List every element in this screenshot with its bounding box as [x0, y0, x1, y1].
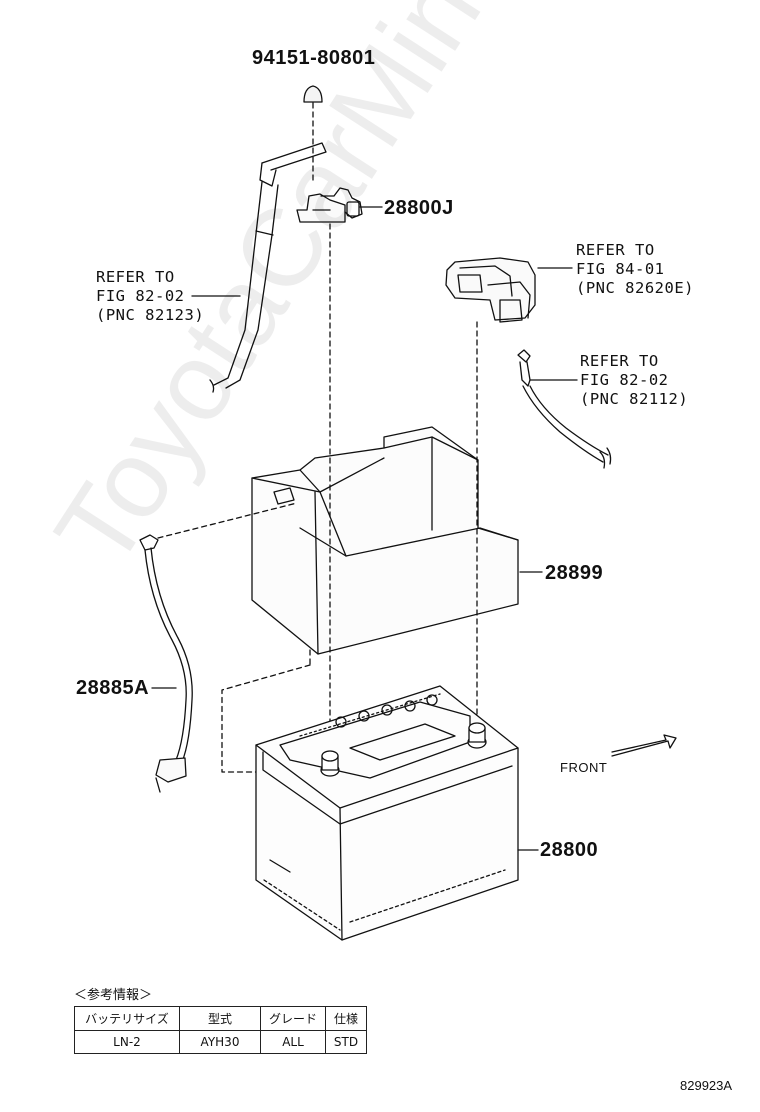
table-header: 型式	[179, 1006, 261, 1031]
guide-dashed	[157, 223, 478, 773]
right-cable	[517, 349, 612, 469]
table-cell: STD	[325, 1030, 367, 1054]
battery	[255, 685, 519, 941]
part-label-cover: 28899	[545, 562, 604, 584]
ref-left-line2: FIG 82-02	[96, 287, 185, 305]
clip-part	[303, 85, 323, 103]
info-title: ＜参考情報＞	[74, 988, 153, 1003]
figure-code: 829923A	[680, 1078, 733, 1093]
table-cell: LN-2	[74, 1030, 180, 1054]
part-label-terminal: 28800J	[384, 197, 454, 219]
part-label-clip: 94151-80801	[252, 47, 376, 69]
ref-right-mid-line2: FIG 82-02	[580, 371, 669, 389]
ref-left-line3: (PNC 82123)	[96, 306, 205, 324]
ref-right-top-line1: REFER TO	[576, 241, 655, 259]
table-header: グレード	[260, 1006, 326, 1031]
ref-right-top-line3: (PNC 82620E)	[576, 279, 694, 297]
table-header: 仕様	[325, 1006, 367, 1031]
table-cell: AYH30	[179, 1030, 261, 1054]
front-arrow-icon	[611, 734, 677, 757]
table-header-row: バッテリサイズ 型式 グレード 仕様	[74, 1006, 367, 1031]
table-cell: ALL	[260, 1030, 326, 1054]
part-label-cable: 28885A	[76, 677, 150, 699]
terminal-part	[296, 187, 363, 223]
left-cable	[209, 142, 327, 393]
ref-right-mid-line1: REFER TO	[580, 352, 659, 370]
table-row: LN-2 AYH30 ALL STD	[74, 1030, 367, 1054]
front-label: FRONT	[560, 760, 608, 775]
table-header: バッテリサイズ	[74, 1006, 180, 1031]
spec-table: バッテリサイズ 型式 グレード 仕様 LN-2 AYH30 ALL STD	[74, 1006, 367, 1054]
battery-cover	[251, 426, 519, 655]
ref-right-top-line2: FIG 84-01	[576, 260, 665, 278]
ref-right-mid-line3: (PNC 82112)	[580, 390, 689, 408]
sensor-cable	[139, 534, 193, 793]
ref-left-line1: REFER TO	[96, 268, 175, 286]
part-label-battery: 28800	[540, 839, 599, 861]
fuse-block	[445, 257, 536, 323]
